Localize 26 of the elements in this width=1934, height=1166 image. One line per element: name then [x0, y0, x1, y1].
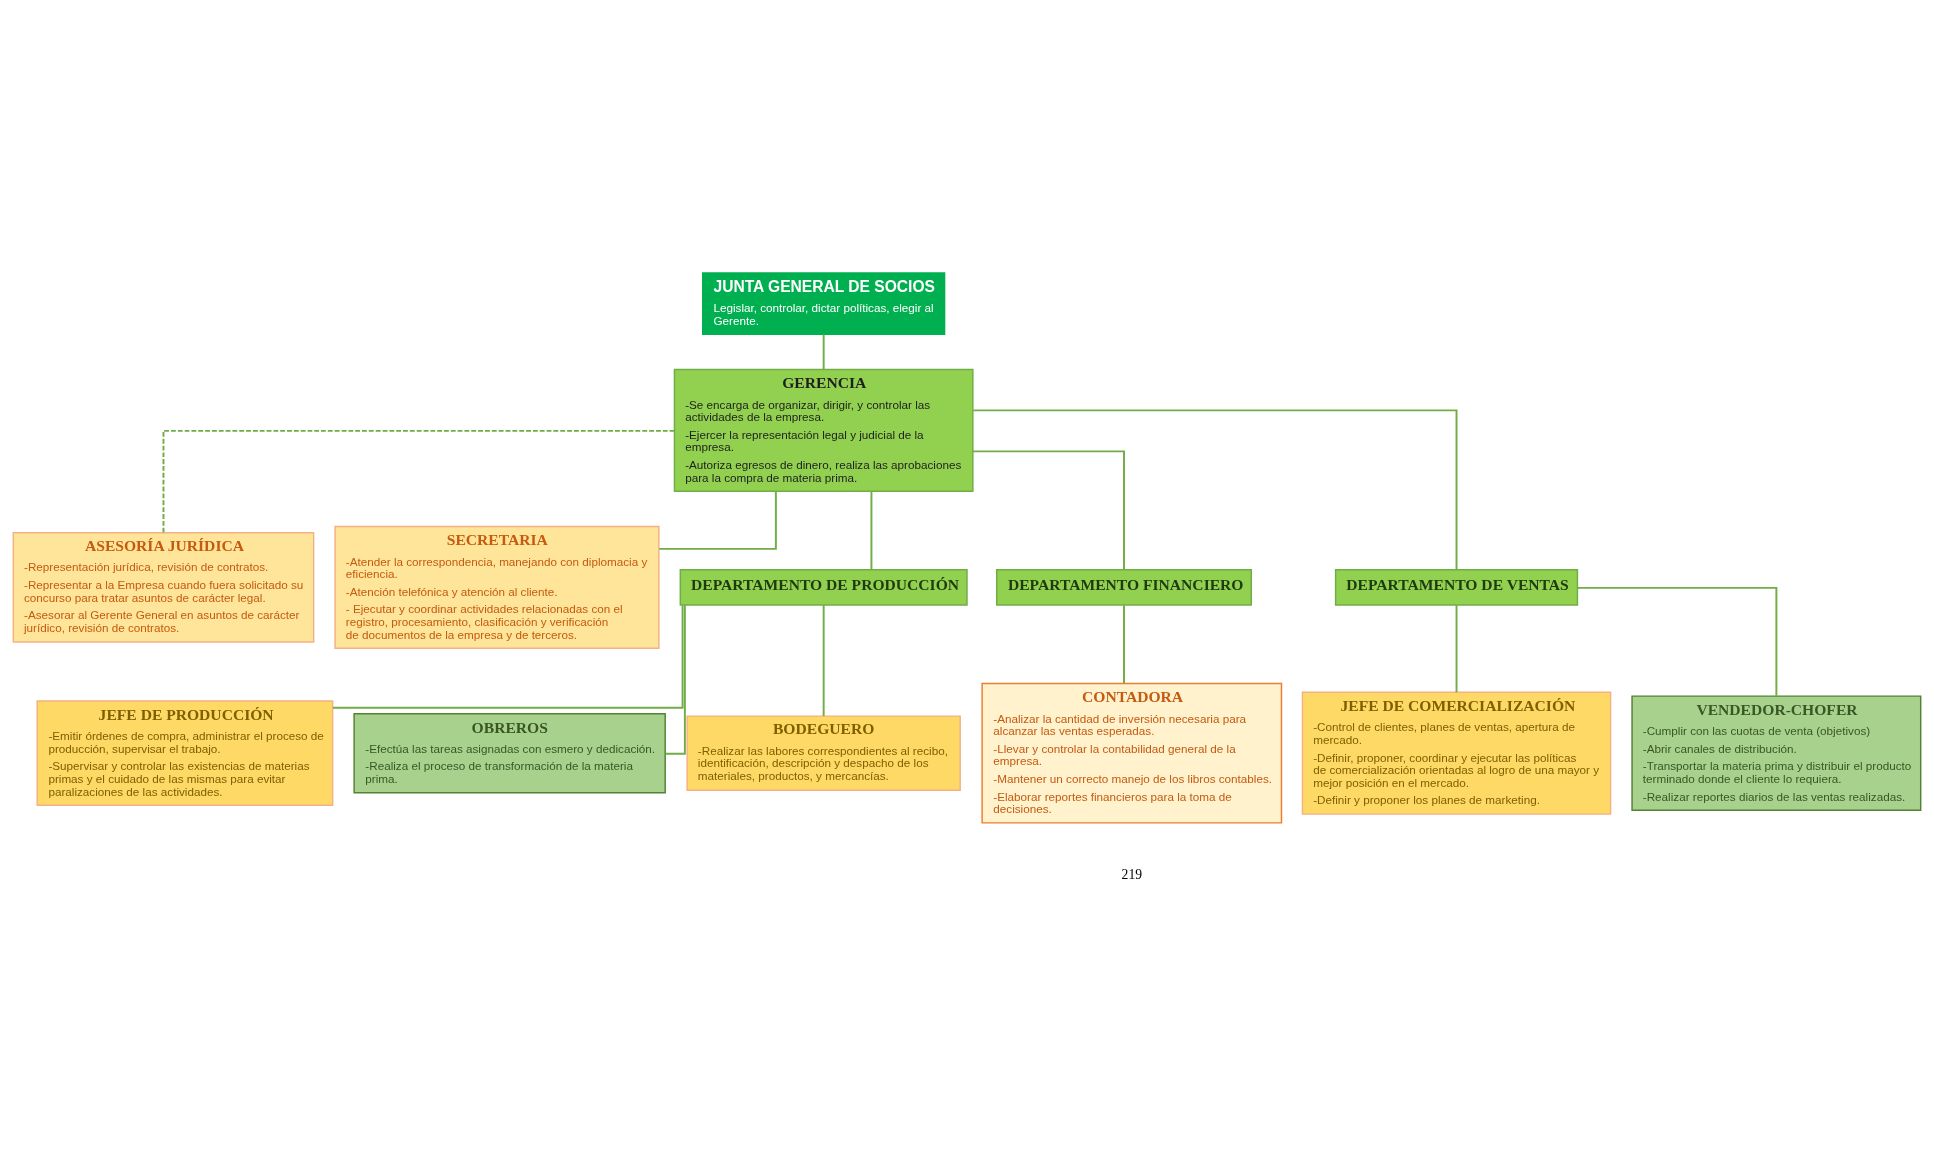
node-box: OBREROS -Efectúa las tareas asignadas con esmero y dedicación. -Realiza el proceso de transformación de la materia prima. [353, 712, 666, 794]
node-box: DEPARTAMENTO FINANCIERO [996, 569, 1252, 606]
node-box: JEFE DE PRODUCCIÓN -Emitir órdenes de compra, administrar el proceso de producción, supervisar el trabajo. -Supervisar y controlar las existencias de materias primas y el cuidado de las mismas para evitar paralizaciones de las actividades. [36, 700, 334, 807]
connector [822, 604, 825, 717]
connector [331, 604, 684, 709]
connector [658, 490, 777, 550]
connector [1576, 586, 1778, 697]
node-box: BODEGUERO -Realizar las labores correspondientes al recibo, identificación, descripción y despacho de los materiales, productos, y mercancías. [686, 715, 961, 791]
connector [162, 429, 676, 534]
node-box: JUNTA GENERAL DE SOCIOS Legislar, controlar, dictar políticas, elegir al Gerente. [702, 272, 946, 336]
node-box: DEPARTAMENTO DE PRODUCCIÓN [679, 569, 968, 606]
node-box: SECRETARIA -Atender la correspondencia, manejando con diplomacia y eficiencia. -Atención telefónica y atención al cliente. - Ejecutar y coordinar actividades relacionadas con el registro, procesamiento, clasificación y verificación de documentos de la empresa y de terceros. [334, 525, 660, 650]
connector [664, 604, 686, 755]
connector [822, 333, 825, 371]
connector [870, 490, 873, 571]
node-box: CONTADORA -Analizar la cantidad de inversión necesaria para alcanzar las ventas esperadas. -Llevar y controlar la contabilidad general de la empresa. -Mantener un correcto manejo de los libros contables. -Elaborar reportes financieros para la toma de decisiones. [981, 682, 1283, 824]
label: 219 [1121, 867, 1143, 883]
connector [972, 409, 1458, 571]
node-box: GERENCIA -Se encarga de organizar, dirigir, y controlar las actividades de la empresa. -Ejercer la representación legal y judicial de la empresa. -Autoriza egresos de dinero, realiza las aprobaciones para la compra de materia prima. [673, 368, 974, 493]
node-box: ASESORÍA JURÍDICA -Representación jurídica, revisión de contratos. -Representar a la Empresa cuando fuera solicitado su concurso para tratar asuntos de carácter legal. -Asesorar al Gerente General en asuntos de carácter jurídico, revisión de contratos. [12, 532, 315, 643]
connector [1455, 604, 1458, 694]
node-box: JEFE DE COMERCIALIZACIÓN -Control de clientes, planes de ventas, apertura de mercado. -Definir, proponer, coordinar y ejecutar las políticas de comercialización orientadas al logro de una mayor y mejor posición en el mercado. -Definir y proponer los planes de marketing. [1301, 691, 1612, 815]
connector [1123, 604, 1125, 685]
connector [971, 450, 1125, 571]
node-box: VENDEDOR-CHOFER -Cumplir con las cuotas de venta (objetivos) -Abrir canales de distribución. -Transportar la materia prima y distribuir el producto terminado donde el cliente lo requiera. -Realizar reportes diarios de las ventas realizadas. [1631, 695, 1922, 811]
node-box: DEPARTAMENTO DE VENTAS [1334, 569, 1579, 606]
